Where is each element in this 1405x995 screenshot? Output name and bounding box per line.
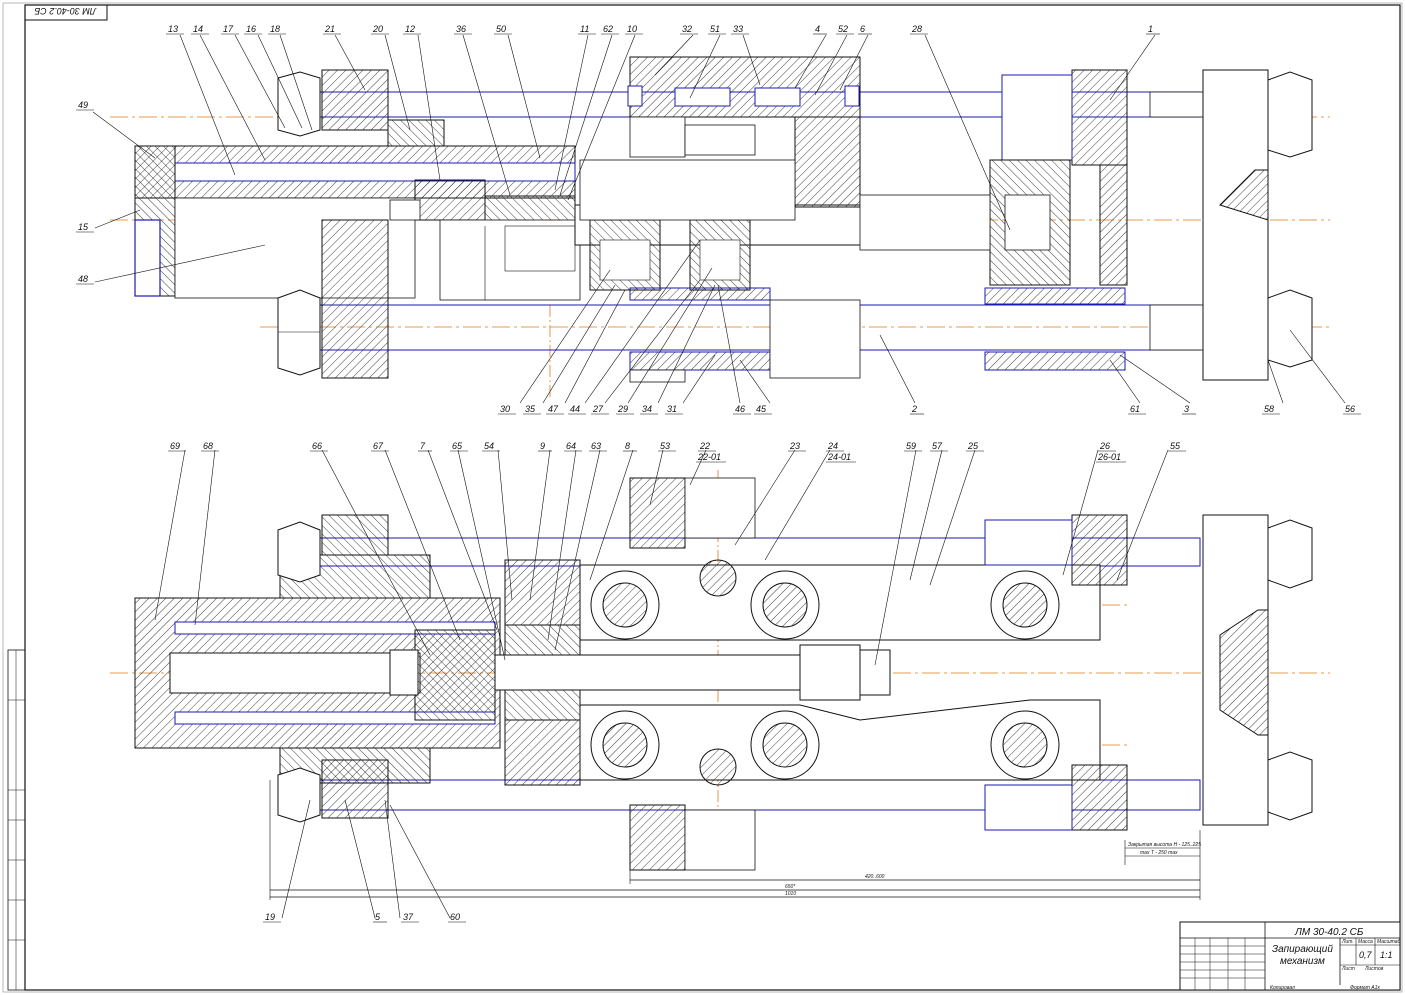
bottom-callout-25: 25 [967,441,979,451]
top-callout-49: 49 [78,100,88,110]
top-callout-14: 14 [193,24,203,34]
top-callout-34: 34 [642,404,652,414]
bottom-callout-60: 60 [450,912,460,922]
bottom-callout-66: 66 [312,441,322,451]
top-callout-46: 46 [735,404,745,414]
bottom-callout-54: 54 [484,441,494,451]
top-callout-61: 61 [1130,404,1140,414]
top-callout-2: 2 [911,404,917,414]
top-callout-47: 47 [548,404,559,414]
title-col-scale: Масштаб [1377,939,1401,945]
bottom-callout-24-01: 24-01 [827,452,851,462]
top-callout-31: 31 [667,404,677,414]
top-section-view [110,56,1330,400]
bottom-callout-55: 55 [1170,441,1181,451]
title-scale: 1:1 [1380,950,1393,960]
dimension-420: 420..600 [865,874,885,880]
title-format: Формат А1х [1350,985,1380,991]
bottom-callout-69: 69 [170,441,180,451]
top-callout-1: 1 [1148,24,1153,34]
bottom-callout-26: 26 [1099,441,1110,451]
top-callout-6: 6 [860,24,865,34]
top-callout-44: 44 [570,404,580,414]
top-callout-4: 4 [815,24,820,34]
bottom-callout-19: 19 [265,912,275,922]
title-name-2: механизм [1280,956,1325,967]
title-copied: Копировал [1270,985,1295,991]
title-mass: 0,7 [1359,950,1373,960]
top-callout-28: 28 [911,24,922,34]
bottom-callout-68: 68 [203,441,213,451]
bottom-callout-63: 63 [591,441,601,451]
bottom-callout-8: 8 [625,441,630,451]
top-callout-30: 30 [500,404,510,414]
top-callout-12: 12 [405,24,415,34]
dimension-note-2: max T - 250 max [1140,850,1178,856]
top-callout-13: 13 [168,24,178,34]
top-callout-29: 29 [617,404,628,414]
top-callout-27: 27 [592,404,604,414]
top-callout-3: 3 [1184,404,1189,414]
title-code: ЛМ 30-40.2 СБ [1294,927,1364,938]
title-block: ЛМ 30-40.2 СБ Запирающий механизм Лит. М… [1179,921,1401,991]
top-callout-17: 17 [223,24,234,34]
bottom-callout-23: 23 [789,441,800,451]
top-callout-11: 11 [580,24,589,34]
title-sheets: Листов [1364,966,1384,972]
top-callout-15: 15 [78,222,89,232]
top-callout-62: 62 [603,24,613,34]
title-sheet: Лист [1341,966,1355,972]
top-callout-56: 56 [1345,404,1355,414]
bottom-callout-7: 7 [420,441,426,451]
top-callout-52: 52 [838,24,848,34]
top-callout-48: 48 [78,274,88,284]
bottom-callout-57: 57 [932,441,943,451]
title-col-mass: Масса [1358,939,1373,945]
title-col-lit: Лит. [1341,939,1354,945]
bottom-callout-5: 5 [375,912,381,922]
bottom-callout-53: 53 [660,441,670,451]
top-callout-32: 32 [682,24,692,34]
dimension-650: 650* [785,884,796,890]
top-callout-35: 35 [525,404,536,414]
bottom-plan-view: 420..600 650* 1010 Закрытая высота H - 1… [110,470,1330,900]
bottom-callout-65: 65 [452,441,463,451]
top-callout-50: 50 [496,24,506,34]
top-callout-21: 21 [324,24,335,34]
top-callout-33: 33 [733,24,743,34]
top-callout-18: 18 [270,24,280,34]
title-name-1: Запирающий [1272,944,1333,955]
bottom-callout-59: 59 [906,441,916,451]
bottom-callout-67: 67 [373,441,384,451]
top-callout-51: 51 [710,24,720,34]
top-callout-36: 36 [456,24,466,34]
bottom-callout-22-01: 22-01 [697,452,721,462]
top-code-box [24,4,108,21]
bottom-callout-24: 24 [827,441,838,451]
top-callout-10: 10 [627,24,637,34]
dimension-1010: 1010 [785,891,796,897]
top-callout-16: 16 [246,24,256,34]
bottom-callout-26-01: 26-01 [1097,452,1121,462]
dimension-note-1: Закрытая высота H - 125..225 [1128,842,1201,848]
bottom-callout-64: 64 [566,441,576,451]
top-callout-20: 20 [372,24,383,34]
bottom-callout-22: 22 [699,441,710,451]
top-code-text: ЛМ 30-40.2 СБ [34,6,97,16]
top-callout-45: 45 [756,404,767,414]
bottom-callout-37: 37 [403,912,414,922]
leader-lines [92,34,1346,919]
sheet-border [24,4,1401,991]
top-callout-58: 58 [1264,404,1274,414]
bottom-callout-9: 9 [540,441,545,451]
